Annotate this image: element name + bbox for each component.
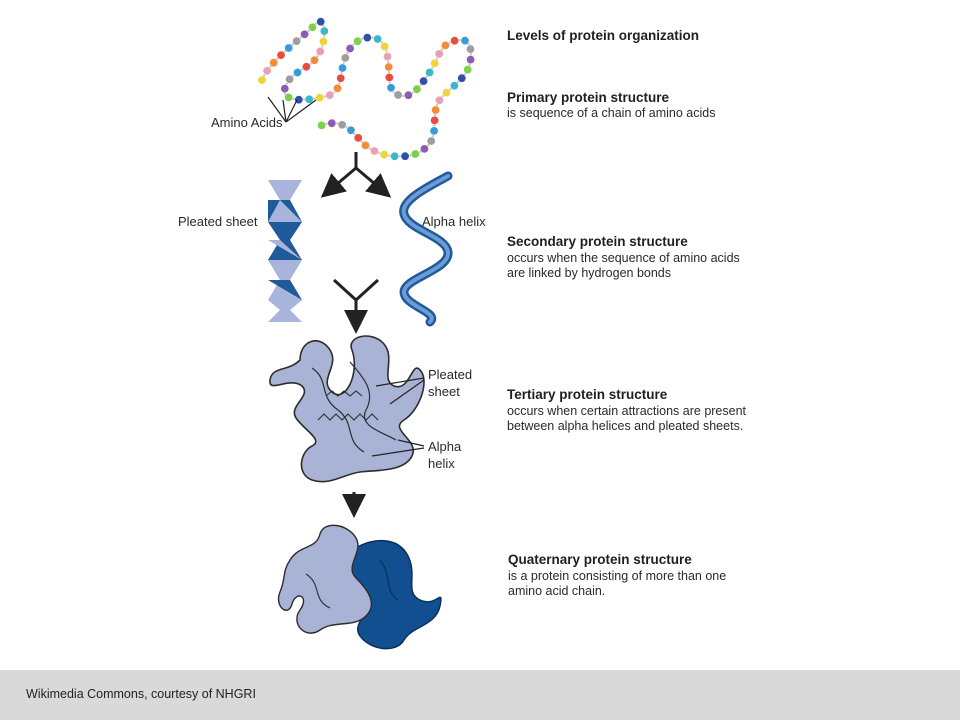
amino-acid-bead — [449, 81, 459, 91]
amino-acid-bead — [426, 136, 436, 146]
amino-acid-bead — [285, 74, 295, 84]
amino-acid-bead — [429, 126, 439, 136]
amino-acid-bead — [419, 76, 429, 86]
amino-acid-bead — [410, 149, 420, 159]
amino-acid-bead — [353, 36, 363, 46]
tertiary-pleated-label-line1: Pleated — [428, 367, 473, 382]
amino-acid-bead — [400, 151, 410, 161]
amino-acid-bead — [369, 146, 379, 156]
amino-acid-bead — [460, 36, 470, 46]
split-arrow — [320, 152, 392, 198]
amino-acid-bead — [412, 84, 422, 94]
amino-acid-bead — [384, 62, 394, 72]
amino-acid-bead — [276, 50, 286, 60]
tertiary-description-line1: occurs when certain attractions are pres… — [507, 404, 747, 418]
amino-acid-bead — [301, 62, 311, 72]
amino-acid-bead — [336, 73, 346, 83]
amino-acid-bead — [284, 43, 294, 53]
amino-acid-bead — [431, 105, 441, 115]
amino-acid-chain — [257, 17, 476, 161]
amino-acid-bead — [307, 22, 317, 32]
amino-acid-bead — [430, 58, 440, 68]
primary-heading: Primary protein structure — [507, 90, 670, 105]
alpha-helix-label: Alpha helix — [422, 214, 486, 229]
amino-acid-bead — [316, 17, 326, 27]
tertiary-alpha-label-line1: Alpha — [428, 439, 462, 454]
amino-acid-bead — [390, 151, 400, 161]
amino-acid-bead — [450, 36, 460, 46]
amino-acid-bead — [345, 43, 355, 53]
merge-arrow — [332, 278, 380, 334]
secondary-heading: Secondary protein structure — [507, 234, 688, 249]
amino-acid-bead — [340, 53, 350, 63]
amino-acid-bead — [362, 33, 372, 43]
amino-acid-bead — [382, 52, 392, 62]
diagram-title: Levels of protein organization — [507, 28, 700, 43]
amino-acid-bead — [463, 65, 473, 75]
amino-acid-bead — [304, 94, 314, 104]
amino-acid-bead — [346, 125, 356, 135]
amino-acid-bead — [315, 93, 325, 103]
quaternary-structure-shape — [277, 524, 442, 650]
amino-acid-bead — [441, 88, 451, 98]
amino-acid-bead — [280, 84, 290, 94]
amino-acid-bead — [337, 63, 347, 73]
secondary-description-line2: are linked by hydrogen bonds — [507, 266, 672, 280]
alpha-helix-shape — [399, 171, 453, 327]
primary-description: is sequence of a chain of amino acids — [507, 106, 716, 120]
quaternary-description-line2: amino acid chain. — [508, 584, 606, 598]
amino-acid-bead — [430, 115, 440, 125]
amino-acid-bead — [466, 55, 476, 65]
amino-acid-bead — [380, 41, 390, 51]
tertiary-structure-shape — [269, 335, 425, 483]
amino-acid-bead — [465, 44, 475, 54]
amino-acid-bead — [284, 92, 294, 102]
amino-acid-bead — [269, 58, 279, 68]
amino-acid-bead — [337, 120, 347, 130]
pleated-sheet-shape — [268, 180, 302, 322]
amino-acid-bead — [318, 36, 328, 46]
amino-acid-bead — [319, 26, 329, 36]
footer-credit: Wikimedia Commons, courtesy of NHGRI — [26, 687, 256, 701]
amino-acid-bead — [353, 133, 363, 143]
amino-acid-bead — [292, 36, 302, 46]
secondary-description-line1: occurs when the sequence of amino acids — [507, 251, 740, 265]
tertiary-description-line2: between alpha helices and pleated sheets… — [507, 419, 744, 433]
amino-acid-bead — [440, 40, 450, 50]
amino-acids-label: Amino Acids — [211, 115, 283, 130]
amino-acid-bead — [309, 55, 319, 65]
amino-acid-bead — [434, 95, 444, 105]
amino-acid-bead — [360, 140, 370, 150]
tertiary-alpha-label-line2: helix — [428, 456, 455, 471]
amino-acid-bead — [317, 120, 327, 130]
amino-acid-bead — [257, 75, 267, 85]
amino-acid-bead — [425, 68, 435, 78]
tertiary-heading: Tertiary protein structure — [507, 387, 668, 402]
amino-acid-bead — [327, 118, 337, 128]
protein-diagram-art — [257, 17, 476, 650]
quaternary-description-line1: is a protein consisting of more than one — [508, 569, 727, 583]
tertiary-pleated-label-line2: sheet — [428, 384, 460, 399]
amino-acid-bead — [315, 46, 325, 56]
amino-acid-bead — [384, 73, 394, 83]
amino-acid-bead — [379, 150, 389, 160]
amino-acid-bead — [434, 49, 444, 59]
amino-acid-bead — [457, 73, 467, 83]
amino-acid-bead — [419, 144, 429, 154]
amino-acid-bead — [386, 83, 396, 93]
amino-acid-bead — [403, 90, 413, 100]
amino-acid-bead — [332, 83, 342, 93]
amino-acid-bead — [292, 68, 302, 78]
pleated-sheet-label: Pleated sheet — [178, 214, 258, 229]
amino-acid-bead — [393, 90, 403, 100]
amino-acid-bead — [262, 66, 272, 76]
amino-acids-pointer-lines — [267, 96, 317, 123]
amino-acid-bead — [325, 90, 335, 100]
footer-bar: Wikimedia Commons, courtesy of NHGRI — [0, 670, 960, 720]
amino-acid-bead — [373, 34, 383, 44]
amino-acid-bead — [300, 29, 310, 39]
quaternary-heading: Quaternary protein structure — [508, 552, 692, 567]
